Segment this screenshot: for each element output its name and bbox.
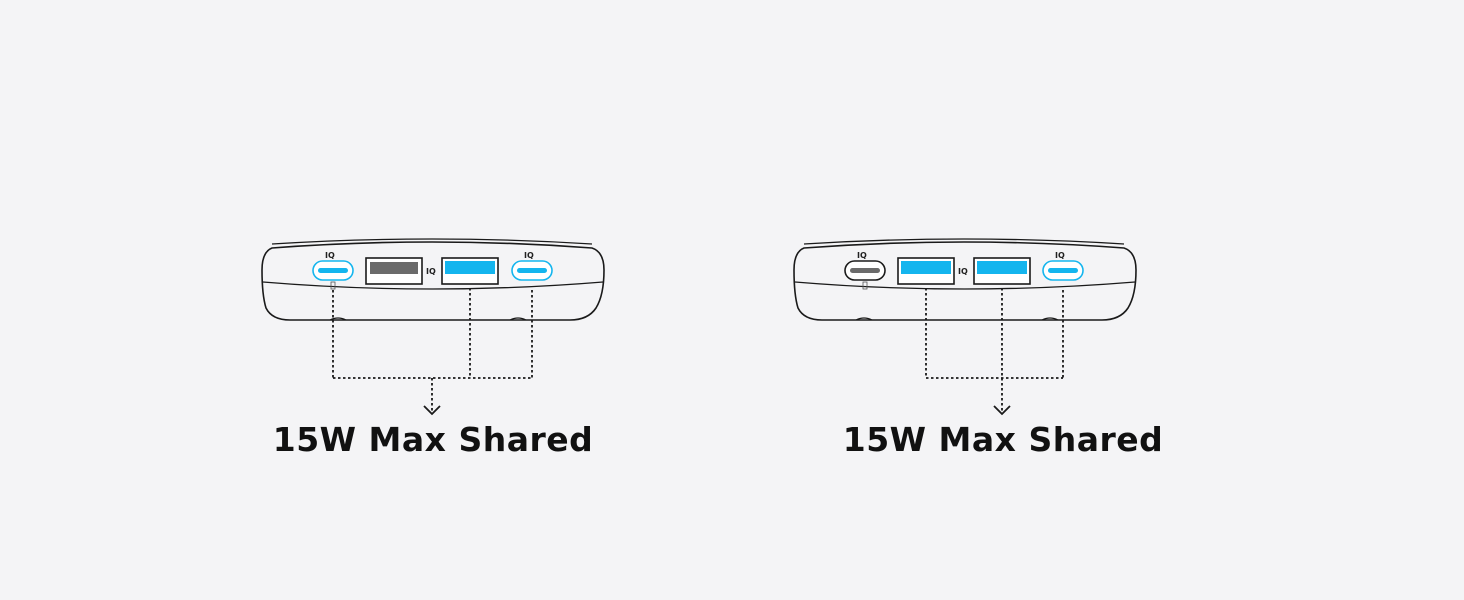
- power-bank-left-body: [261, 241, 605, 321]
- caption-right: 15W Max Shared: [842, 420, 1164, 459]
- usb-c-port-icon: IQ: [511, 251, 553, 281]
- power-bank-left: IQ IQ IQ: [261, 238, 605, 416]
- usb-c-port-icon: IQ: [312, 251, 354, 290]
- usb-a-port-icon: [973, 257, 1031, 285]
- iq-label-icon: IQ: [1055, 251, 1065, 260]
- arrow-down-icon: [993, 405, 1011, 416]
- usb-a-port-icon: [365, 257, 423, 285]
- iq-label-icon: IQ: [325, 251, 335, 260]
- usb-a-port-icon: [441, 257, 499, 285]
- iq-label-icon: IQ: [958, 267, 968, 276]
- usb-a-port-icon: [897, 257, 955, 285]
- power-bank-right-body: [793, 241, 1137, 321]
- arrow-down-icon: [423, 405, 441, 416]
- iq-label-icon: IQ: [426, 267, 436, 276]
- shared-power-lines-right: [925, 288, 1064, 412]
- power-bank-right: IQ IQ IQ: [793, 238, 1137, 416]
- iq-label-icon: IQ: [524, 251, 534, 260]
- usb-c-port-icon: IQ: [844, 251, 886, 290]
- shared-power-lines-left: [332, 288, 533, 412]
- iq-label-icon: IQ: [857, 251, 867, 260]
- usb-c-port-icon: IQ: [1042, 251, 1084, 281]
- caption-left: 15W Max Shared: [272, 420, 594, 459]
